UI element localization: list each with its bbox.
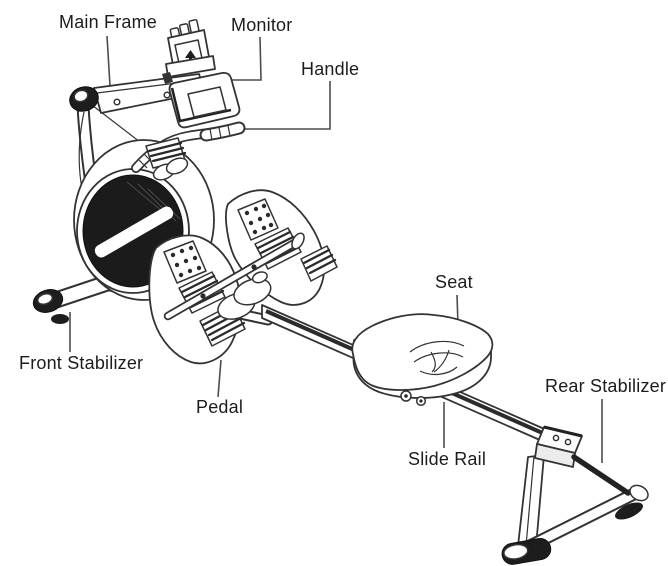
leader-pedal — [217, 359, 222, 398]
monitor — [162, 71, 241, 129]
leader-monitor — [232, 36, 262, 81]
label-monitor: Monitor — [231, 15, 293, 35]
handle — [131, 121, 246, 181]
rail-end-block — [534, 425, 583, 468]
label-slide-rail: Slide Rail — [408, 449, 487, 469]
arrow-icon — [185, 50, 196, 64]
rear-foot-left — [501, 537, 552, 565]
leader-handle — [240, 81, 331, 130]
label-handle: Handle — [301, 59, 360, 79]
rear-foot-right-cap — [629, 484, 649, 502]
front-foot-pad — [51, 314, 69, 324]
label-main-frame: Main Frame — [59, 12, 158, 32]
rear-strut — [571, 454, 631, 496]
leader-lines — [69, 35, 603, 463]
monitor-screen — [187, 86, 227, 118]
label-seat: Seat — [435, 272, 473, 292]
flywheel — [73, 139, 215, 301]
seat — [351, 313, 494, 407]
flywheel-stripe — [94, 206, 174, 258]
leader-main-frame — [106, 35, 111, 87]
rear-stabilizer — [501, 425, 649, 565]
device-holder — [165, 19, 216, 78]
foot-bar — [163, 232, 305, 321]
label-pedal: Pedal — [196, 397, 244, 417]
label-front-stabilizer: Front Stabilizer — [19, 353, 144, 373]
drum-roller — [217, 271, 272, 320]
rear-foot-right-pad — [615, 502, 643, 520]
label-rear-stabilizer: Rear Stabilizer — [545, 376, 667, 396]
